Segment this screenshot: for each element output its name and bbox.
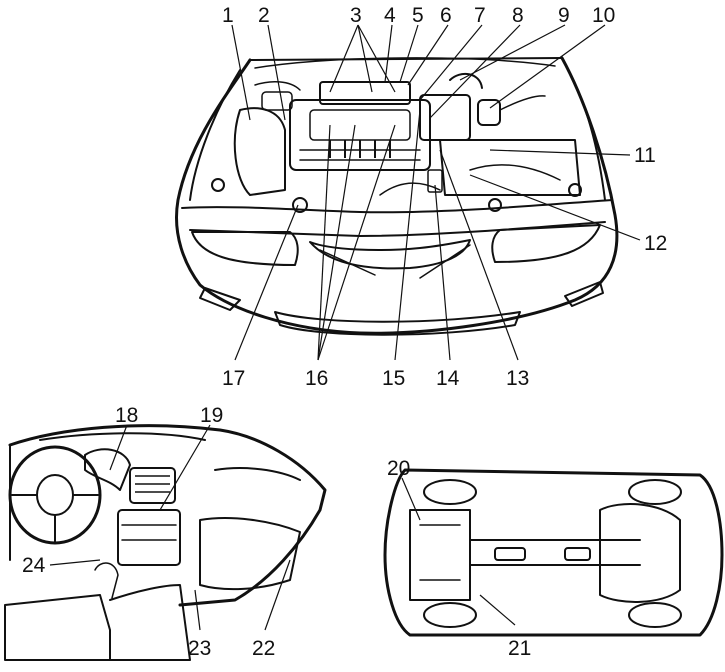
callout-2: 2 bbox=[258, 4, 270, 27]
callout-8: 8 bbox=[512, 4, 524, 27]
leader-lines bbox=[49, 24, 641, 631]
callout-20: 20 bbox=[387, 457, 410, 480]
callout-7: 7 bbox=[474, 4, 486, 27]
callout-22: 22 bbox=[252, 637, 275, 660]
callout-19: 19 bbox=[200, 404, 223, 427]
underbody-drawing bbox=[383, 468, 724, 637]
callout-labels: 1 2 3 4 5 6 7 8 9 10 11 12 13 14 15 16 1… bbox=[22, 4, 667, 660]
callout-12: 12 bbox=[644, 232, 667, 255]
callout-21: 21 bbox=[508, 637, 531, 660]
callout-14: 14 bbox=[436, 367, 460, 390]
callout-3: 3 bbox=[350, 4, 362, 27]
callout-13: 13 bbox=[506, 367, 529, 390]
callout-5: 5 bbox=[412, 4, 424, 27]
callout-23: 23 bbox=[188, 637, 211, 660]
callout-9: 9 bbox=[558, 4, 570, 27]
callout-11: 11 bbox=[634, 144, 656, 167]
callout-24: 24 bbox=[22, 554, 46, 577]
callout-10: 10 bbox=[592, 4, 615, 27]
callout-15: 15 bbox=[382, 367, 405, 390]
callout-6: 6 bbox=[440, 4, 452, 27]
callout-16: 16 bbox=[305, 367, 328, 390]
engine-bay-drawing bbox=[175, 56, 619, 336]
callout-18: 18 bbox=[115, 404, 138, 427]
callout-17: 17 bbox=[222, 367, 245, 390]
callout-1: 1 bbox=[222, 4, 234, 27]
callout-4: 4 bbox=[384, 4, 396, 27]
dashboard-drawing bbox=[4, 424, 327, 661]
